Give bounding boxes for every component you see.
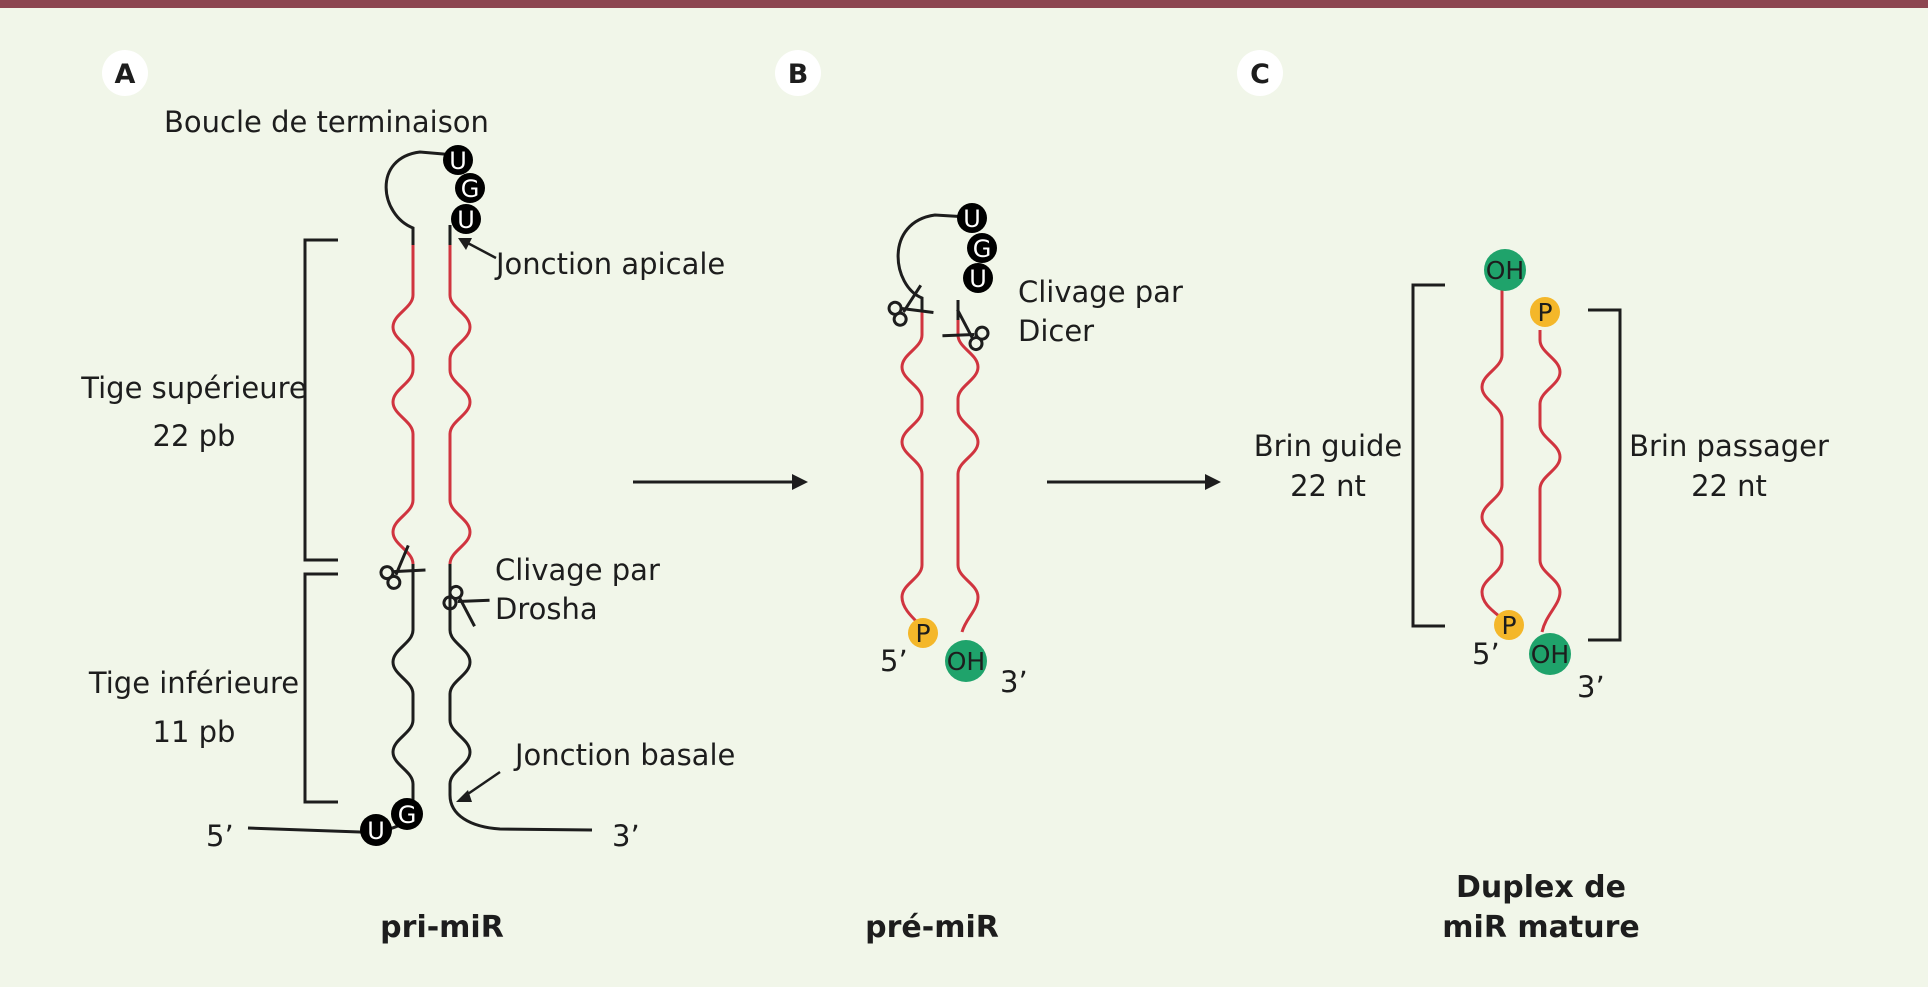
phosphate-badge <box>908 618 938 648</box>
panel-a: A U G U U G <box>80 50 735 945</box>
hydroxyl-badge <box>1529 633 1571 675</box>
basal-junction-label: Jonction basale <box>513 738 735 772</box>
arrow-right-icon <box>633 474 808 490</box>
pri-upper-stem-left <box>391 245 415 565</box>
nucleotide-label: U <box>449 147 467 175</box>
panel-b: B U G U P OH Clivag <box>775 50 1183 945</box>
nucleotide-label: G <box>461 175 480 203</box>
lower-stem-size: 11 pb <box>153 715 236 749</box>
hydroxyl-label: OH <box>1486 256 1524 285</box>
dicer-cleavage-label: Clivage par <box>1018 275 1183 309</box>
pri-lower-stem-left <box>391 564 415 805</box>
phosphate-badge <box>1494 610 1524 640</box>
nucleotide-label: U <box>367 817 385 845</box>
panel-a-title: pri-miR <box>380 910 504 945</box>
panel-b-letter: B <box>788 59 809 90</box>
guide-strand <box>1480 290 1508 624</box>
nucleotide-g <box>455 173 485 203</box>
panel-c-letter: C <box>1250 59 1270 90</box>
panel-c-title: miR mature <box>1442 910 1639 945</box>
panel-c: C OH P P OH Brin guide 22 nt Brin passag… <box>1237 50 1829 945</box>
hydroxyl-badge <box>1484 249 1526 291</box>
lower-stem-bracket <box>303 572 338 804</box>
pri-lower-stem-right <box>448 564 472 795</box>
pri-flank-3prime <box>448 794 593 832</box>
panel-b-badge <box>775 50 821 96</box>
panel-a-letter: A <box>115 59 136 90</box>
dicer-cleavage-label: Dicer <box>1018 314 1094 348</box>
arrowhead <box>456 790 472 802</box>
five-prime-label: 5’ <box>206 819 234 853</box>
scissors-icon <box>887 284 934 327</box>
arrowhead <box>458 238 472 250</box>
three-prime-label: 3’ <box>1577 670 1605 704</box>
hydroxyl-label: OH <box>1531 640 1569 669</box>
three-prime-label: 3’ <box>1000 665 1028 699</box>
guide-strand-bracket <box>1411 283 1445 628</box>
passenger-strand <box>1538 330 1562 633</box>
panel-c-badge <box>1237 50 1283 96</box>
nucleotide-label: U <box>457 206 475 234</box>
nucleotide-g <box>391 798 423 830</box>
apical-junction-label: Jonction apicale <box>494 247 725 281</box>
nucleotide-label: G <box>398 801 417 829</box>
drosha-cleavage-label: Clivage par <box>495 553 660 587</box>
phosphate-label: P <box>1501 611 1516 640</box>
passenger-strand-label: Brin passager <box>1629 429 1829 463</box>
hydroxyl-badge <box>945 640 987 682</box>
nucleotide-u <box>443 145 473 175</box>
guide-strand-label: Brin guide <box>1254 429 1403 463</box>
pre-stem-right <box>956 320 980 633</box>
pri-terminal-loop <box>384 150 456 245</box>
nucleotide-label: U <box>963 205 981 233</box>
five-prime-label: 5’ <box>1472 637 1500 671</box>
nucleotide-u <box>360 814 392 846</box>
passenger-strand-size: 22 nt <box>1691 469 1767 503</box>
nucleotide-u <box>957 203 987 233</box>
pri-upper-stem-right <box>448 245 472 565</box>
nucleotide-u <box>963 263 993 293</box>
phosphate-label: P <box>1537 298 1552 327</box>
pre-stem-left <box>900 312 924 627</box>
three-prime-label: 3’ <box>612 819 640 853</box>
lower-stem-label: Tige inférieure <box>88 666 299 700</box>
arrow-right-icon <box>1047 474 1221 490</box>
panel-a-badge <box>102 50 148 96</box>
panel-b-title: pré-miR <box>865 910 999 945</box>
scissors-icon <box>379 544 426 590</box>
five-prime-label: 5’ <box>880 644 908 678</box>
phosphate-badge <box>1530 297 1560 327</box>
terminal-loop-label: Boucle de terminaison <box>164 105 489 139</box>
panel-c-title: Duplex de <box>1456 870 1626 905</box>
nucleotide-u <box>451 204 481 234</box>
nucleotide-label: U <box>969 265 987 293</box>
scissors-icon <box>442 584 490 627</box>
nucleotide-g <box>967 233 997 263</box>
hydroxyl-label: OH <box>947 647 985 676</box>
top-bar <box>0 0 1928 8</box>
upper-stem-label: Tige supérieure <box>80 371 306 405</box>
drosha-cleavage-label: Drosha <box>495 592 598 626</box>
upper-stem-size: 22 pb <box>153 419 236 453</box>
nucleotide-label: G <box>973 235 992 263</box>
upper-stem-bracket <box>303 238 338 562</box>
passenger-strand-bracket <box>1588 308 1622 642</box>
pre-loop <box>896 213 969 312</box>
guide-strand-size: 22 nt <box>1290 469 1366 503</box>
scissors-icon <box>942 309 990 352</box>
phosphate-label: P <box>915 619 930 648</box>
